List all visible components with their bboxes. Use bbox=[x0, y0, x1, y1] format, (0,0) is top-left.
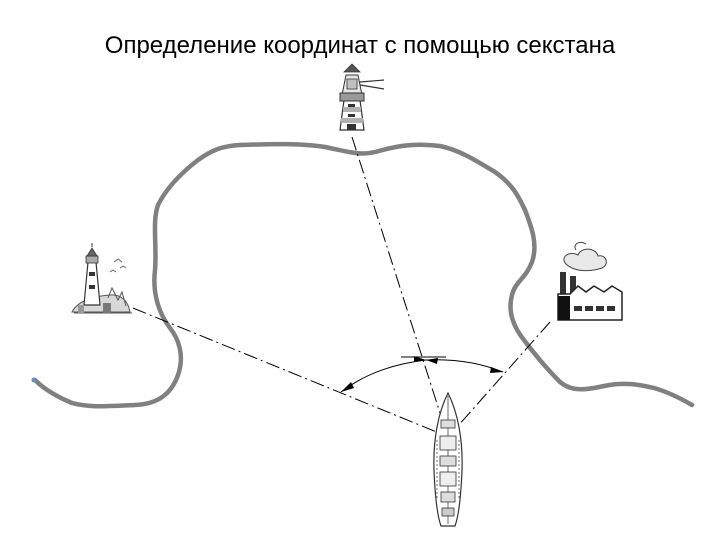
arc-arrowhead-mid-b bbox=[426, 358, 438, 364]
arc-arrowhead-left bbox=[341, 382, 354, 392]
angle-arc-left bbox=[340, 359, 427, 393]
lighthouse-icon bbox=[339, 63, 385, 131]
factory-icon bbox=[557, 241, 623, 321]
coastline bbox=[32, 141, 695, 409]
bearing-line-top-lighthouse bbox=[351, 136, 448, 436]
slide-title: Определение координат с помощью секстана bbox=[104, 32, 616, 59]
ship-icon bbox=[433, 391, 463, 527]
lighthouse-on-cliff-icon bbox=[71, 243, 132, 314]
bearing-line-factory bbox=[449, 321, 551, 436]
coastline-endpoint bbox=[31, 377, 37, 383]
bearing-line-left-lighthouse bbox=[132, 307, 445, 436]
arc-arrowhead-right bbox=[490, 367, 503, 373]
